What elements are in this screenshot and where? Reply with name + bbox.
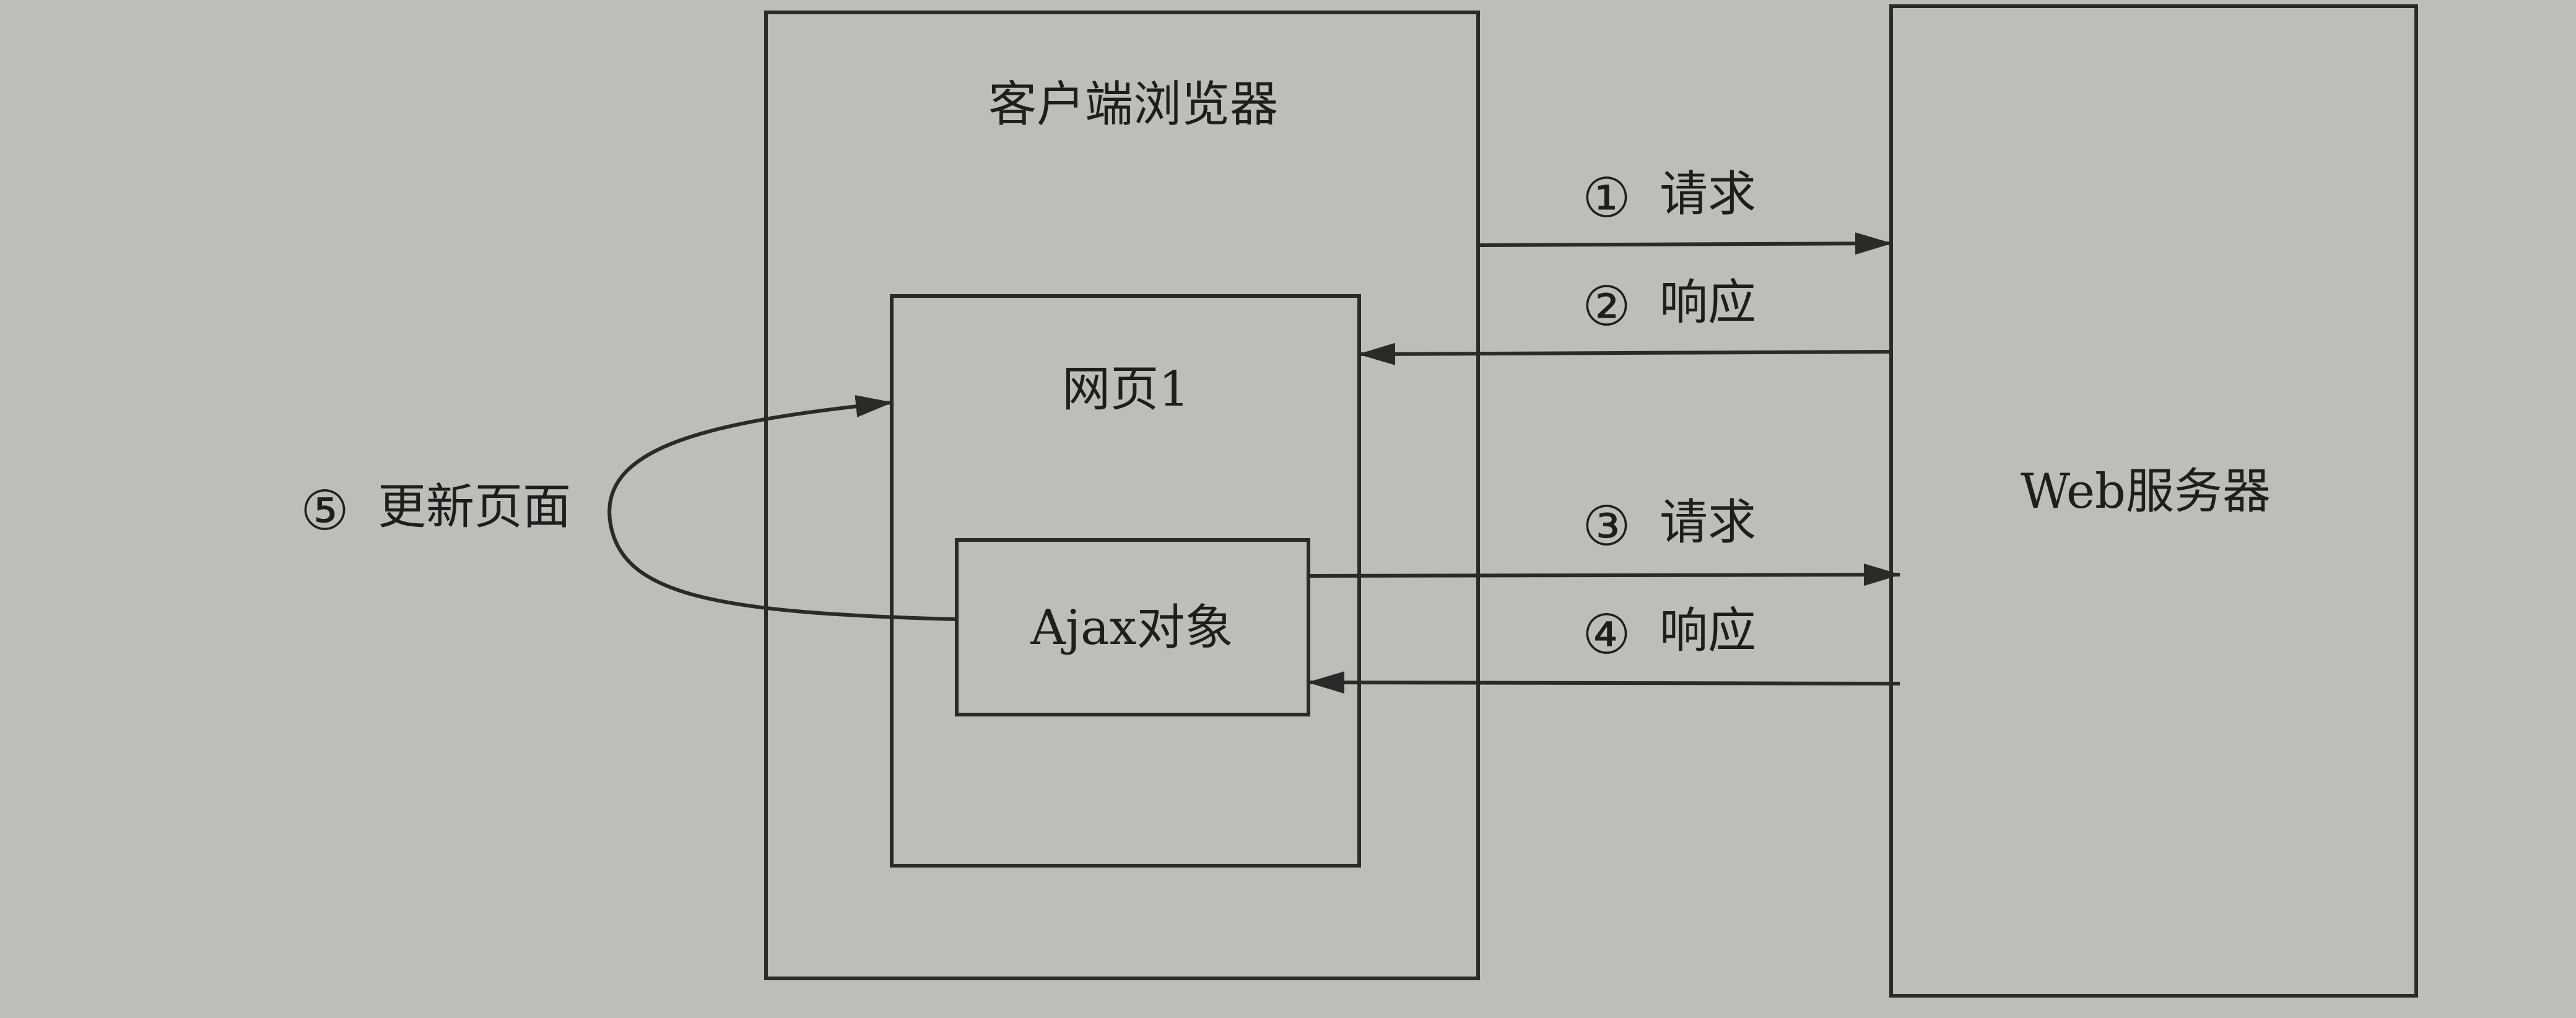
step-3-label: ③ 请求 [1582, 494, 1756, 558]
browser-label: 客户端浏览器 [988, 77, 1278, 133]
step-5-number: ⑤ [300, 479, 349, 542]
step-1-label: ① 请求 [1582, 166, 1756, 230]
step-2-text: 响应 [1660, 275, 1756, 331]
step-5-text: 更新页面 [378, 479, 571, 535]
step-4-label: ④ 响应 [1582, 603, 1756, 666]
server-box [1889, 4, 2418, 998]
ajax-box [955, 538, 1310, 716]
browser-box [764, 11, 1480, 980]
step-2-number: ② [1582, 274, 1631, 338]
update-page-curve [607, 395, 957, 621]
request-arrow-3 [1308, 563, 1901, 586]
step-2-label: ② 响应 [1582, 274, 1756, 338]
response-arrow-2 [1358, 342, 1892, 365]
step-3-text: 请求 [1660, 495, 1756, 550]
step-4-text: 响应 [1660, 603, 1756, 659]
server-label: Web服务器 [2021, 464, 2271, 520]
step-4-number: ④ [1582, 603, 1631, 666]
step-1-number: ① [1582, 166, 1631, 230]
step-5-label: ⑤ 更新页面 [300, 479, 571, 542]
step-1-text: 请求 [1660, 167, 1756, 222]
step-3-number: ③ [1582, 494, 1631, 558]
page-label: 网页1 [1062, 362, 1190, 417]
ajax-label: Ajax对象 [1030, 600, 1233, 656]
page-box [890, 294, 1361, 868]
response-arrow-4 [1307, 671, 1900, 694]
request-arrow-1 [1477, 232, 1892, 255]
